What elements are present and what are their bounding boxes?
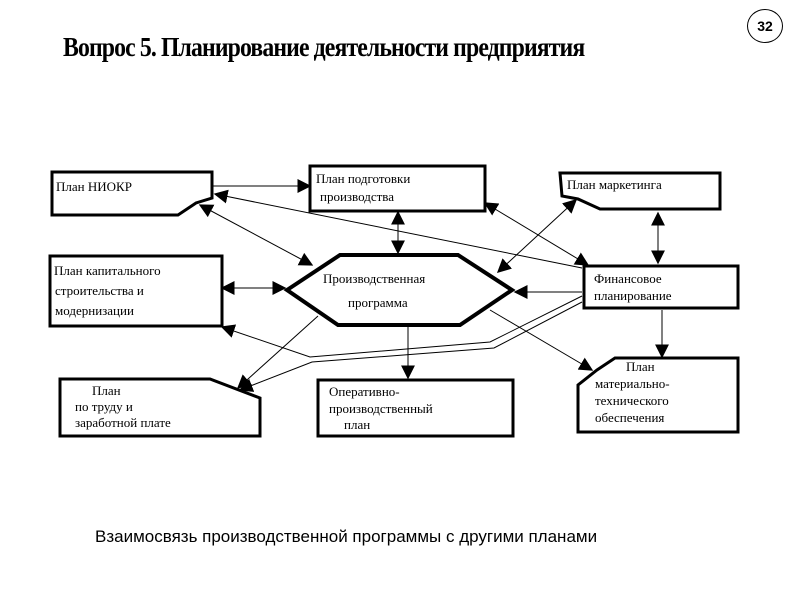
node-trud-line-2: по труду и	[75, 399, 133, 414]
node-mto-line-4: обеспечения	[595, 410, 664, 425]
edge-finance-kapital	[220, 295, 583, 358]
node-mto-line-3: технического	[595, 393, 669, 408]
slide-title: Вопрос 5. Планирование деятельности пред…	[63, 32, 585, 62]
node-kapital: План капитального строительства и модерн…	[48, 254, 224, 328]
node-podgotovka: План подготовки производства	[308, 164, 487, 213]
node-niokr-label: План НИОКР	[56, 179, 132, 194]
node-program-line-1: Производственная	[323, 271, 425, 286]
node-mto-line-2: материально-	[595, 376, 670, 391]
edge-program-trud	[236, 315, 319, 389]
node-trud-line-3: заработной плате	[75, 415, 171, 430]
edges	[198, 179, 669, 392]
node-mto: План материально- технического обеспечен…	[576, 356, 740, 434]
node-marketing: План маркетинга	[558, 171, 722, 211]
node-kapital-line-2: строительства и	[55, 283, 144, 298]
node-kapital-line-1: План капитального	[54, 263, 161, 278]
node-operativ: Оперативно- производственный план	[316, 378, 515, 438]
node-mto-line-1: План	[626, 359, 655, 374]
node-finance-line-2: планирование	[594, 288, 672, 303]
edge-podgotovka-finance	[483, 202, 590, 266]
node-podgotovka-line-1: План подготовки	[316, 171, 410, 186]
edge-program-marketing	[496, 199, 578, 273]
node-finance-line-1: Финансовое	[594, 271, 662, 286]
node-operativ-line-2: производственный	[329, 401, 433, 416]
node-podgotovka-line-2: производства	[320, 189, 394, 204]
page-number-badge: 32	[747, 9, 783, 43]
node-operativ-line-3: план	[344, 417, 370, 432]
node-trud: План по труду и заработной плате	[58, 377, 262, 438]
diagram-caption: Взаимосвязь производственной программы с…	[95, 527, 598, 546]
edge-finance-trud	[238, 301, 583, 392]
edge-niokr-program	[198, 204, 314, 266]
node-program-line-2: программа	[348, 295, 408, 310]
node-marketing-label: План маркетинга	[567, 177, 662, 192]
node-kapital-line-3: модернизации	[55, 303, 134, 318]
node-niokr: План НИОКР	[50, 170, 214, 217]
edge-program-mto	[489, 309, 594, 371]
node-finance: Финансовое планирование	[582, 264, 740, 310]
node-operativ-line-1: Оперативно-	[329, 384, 400, 399]
node-program: Производственная программа	[283, 253, 516, 327]
node-trud-line-1: План	[92, 383, 121, 398]
page-number: 32	[757, 18, 773, 34]
